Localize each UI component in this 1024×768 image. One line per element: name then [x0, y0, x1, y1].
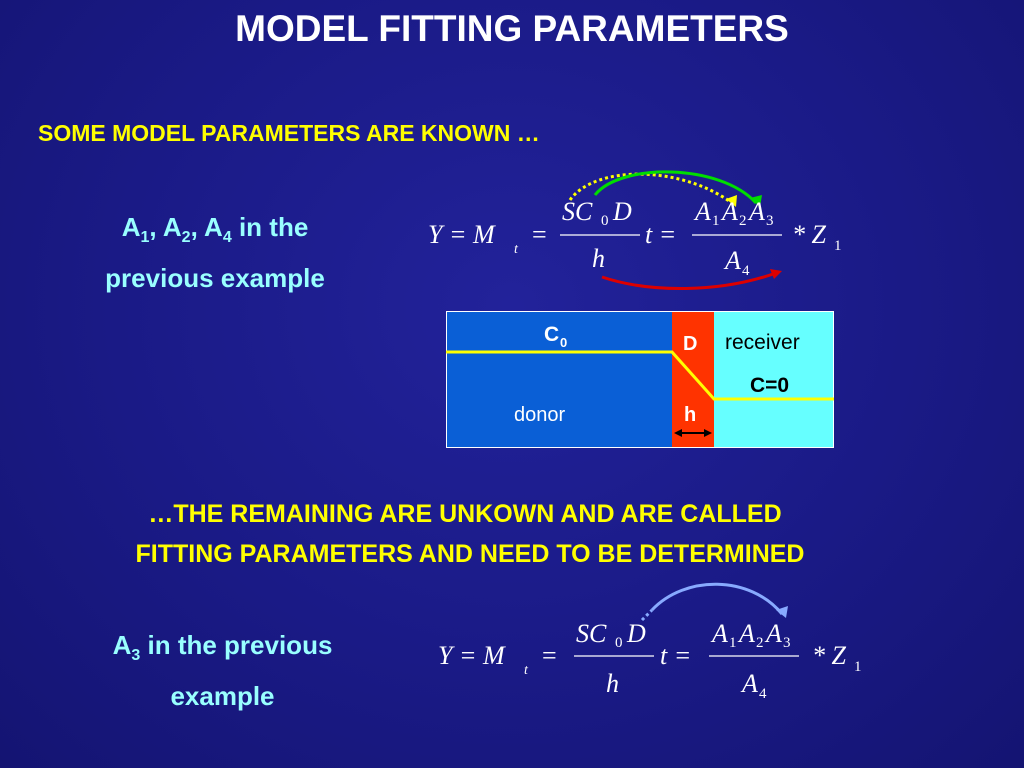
eq-equals: = — [532, 220, 547, 249]
concentration-profile — [446, 350, 834, 401]
h-arrow-head-left — [674, 429, 682, 437]
donor-label: donor — [514, 404, 565, 426]
eq-a2: A — [737, 619, 755, 648]
h-label: h — [684, 404, 696, 426]
equation-unknown: Y = M t = SC 0 D h t = A 1 A 2 A 3 A 4 *… — [438, 582, 862, 702]
eq-den1: h — [606, 669, 619, 698]
eq-lhs-sub: t — [514, 242, 519, 257]
eq-a2-sub: 2 — [739, 213, 747, 229]
eq-lhs: Y = M — [428, 220, 496, 249]
eq-a2: A — [720, 197, 738, 226]
note-subscript: 1 — [140, 229, 150, 247]
diagram-border — [446, 311, 834, 448]
receiver-compartment — [714, 311, 834, 448]
eq-a4-sub: 4 — [742, 263, 750, 279]
note-subscript: 2 — [181, 229, 191, 247]
membrane — [672, 311, 714, 448]
note-text: , A — [149, 212, 182, 242]
eq-num1-end: D — [626, 619, 646, 648]
eq-a4: A — [740, 669, 758, 698]
eq-den1: h — [592, 244, 605, 273]
note-text: , A — [190, 212, 223, 242]
eq-a3: A — [747, 197, 765, 226]
slide-title: MODEL FITTING PARAMETERS — [235, 8, 789, 49]
eq-lhs: Y = M — [438, 641, 506, 670]
blue-arrow-tail — [640, 608, 654, 622]
eq-num1-sub: 0 — [615, 635, 623, 651]
note-text: A — [121, 212, 141, 242]
note-text: in the — [231, 212, 309, 242]
eq-a3: A — [764, 619, 782, 648]
eq-t: t = — [645, 220, 676, 249]
note-subscript: 4 — [222, 229, 232, 247]
d-label: D — [683, 333, 697, 355]
eq-tail: * Z — [792, 220, 827, 249]
eq-equals: = — [542, 641, 557, 670]
diffusion-diagram: C 0 D receiver C=0 donor h — [446, 311, 834, 448]
eq-a1: A — [710, 619, 728, 648]
eq-t: t = — [660, 641, 691, 670]
eq-num1: SC — [562, 197, 593, 226]
c0-sub: 0 — [560, 335, 567, 350]
note-subscript: 3 — [131, 647, 141, 665]
eq-tail-sub: 1 — [854, 659, 862, 675]
eq-a1-sub: 1 — [729, 635, 737, 651]
note-text: previous example — [105, 263, 325, 294]
unknown-parameters-heading-line1: …THE REMAINING ARE UNKOWN AND ARE CALLED — [148, 500, 782, 528]
eq-a3-sub: 3 — [766, 213, 774, 229]
equation-known: Y = M t = SC 0 D h t = A 1 A 2 A 3 A 4 *… — [428, 170, 842, 290]
c-zero-label: C=0 — [750, 374, 789, 397]
donor-compartment — [446, 311, 672, 448]
blue-arrow-head — [776, 606, 788, 618]
eq-a4: A — [723, 246, 741, 275]
eq-a3-sub: 3 — [783, 635, 791, 651]
green-arrow-head — [750, 195, 762, 207]
eq-a1-sub: 1 — [712, 213, 720, 229]
eq-a2-sub: 2 — [756, 635, 764, 651]
receiver-label: receiver — [725, 331, 800, 354]
eq-num1: SC — [576, 619, 607, 648]
red-arrow — [601, 271, 777, 290]
known-parameters-heading: SOME MODEL PARAMETERS ARE KNOWN … — [38, 120, 540, 146]
unknown-parameters-heading-line2: FITTING PARAMETERS AND NEED TO BE DETERM… — [135, 540, 805, 568]
blue-arrow — [650, 582, 784, 615]
known-parameters-note: A1, A2, A4 in the previous example — [40, 207, 390, 298]
eq-a1: A — [693, 197, 711, 226]
yellow-arrow-head — [726, 195, 737, 207]
c0-label: C — [544, 323, 559, 346]
green-arrow — [593, 170, 758, 205]
note-text: example — [170, 681, 275, 712]
eq-tail: * Z — [812, 641, 847, 670]
unknown-parameters-note: A3 in the previous example — [40, 625, 405, 716]
eq-tail-sub: 1 — [834, 238, 842, 254]
note-text: A — [112, 630, 132, 660]
note-text: in the previous — [140, 630, 333, 660]
eq-a4-sub: 4 — [759, 686, 767, 702]
eq-num1-sub: 0 — [601, 213, 609, 229]
eq-num1-end: D — [612, 197, 632, 226]
h-arrow-head-right — [704, 429, 712, 437]
red-arrow-head — [770, 269, 782, 279]
eq-lhs-sub: t — [524, 663, 529, 678]
